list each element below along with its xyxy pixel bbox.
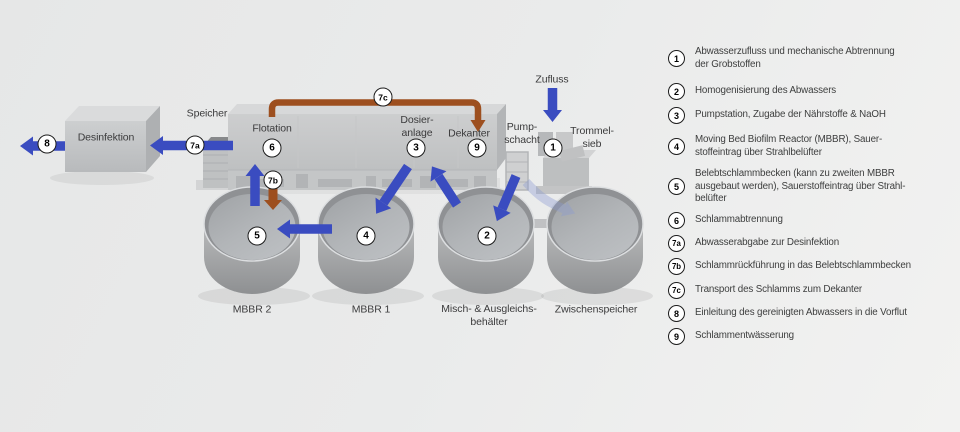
flow-arrow-into-mbbr1	[375, 163, 412, 214]
legend-badge-8: 8	[668, 305, 685, 322]
marker-1: 1	[543, 138, 563, 158]
label-pumpschacht: Pump- schacht	[504, 121, 540, 146]
label-misch-ausgleich: Misch- & Ausgleichs- behälter	[441, 303, 537, 328]
marker-3: 3	[406, 138, 426, 158]
legend-item-7b: 7b Schlammrückführung in das Belebtschla…	[668, 258, 951, 275]
legend-item-3: 3 Pumpstation, Zugabe der Nährstoffe & N…	[668, 107, 951, 124]
tank-mbbr2-shape	[203, 186, 301, 294]
legend-item-4: 4 Moving Bed Biofilm Reactor (MBBR), Sau…	[668, 134, 951, 159]
label-desinfektion: Desinfektion	[77, 131, 135, 144]
marker-2: 2	[477, 226, 497, 246]
label-zufluss: Zufluss	[535, 73, 569, 86]
label-flotation: Flotation	[252, 122, 292, 135]
flow-arrow-mbbr2-up	[245, 164, 265, 206]
marker-7a: 7a	[185, 135, 205, 155]
legend-badge-7b: 7b	[668, 258, 685, 275]
marker-4: 4	[356, 226, 376, 246]
legend-text-6: Schlammabtrennung	[695, 214, 783, 226]
marker-8: 8	[37, 134, 57, 154]
legend-text-7c: Transport des Schlamms zum Dekanter	[695, 284, 862, 296]
flow-arrow-misch-up	[430, 166, 461, 208]
legend-item-2: 2 Homogenisierung des Abwassers	[668, 83, 951, 100]
legend-text-8: Einleitung des gereinigten Abwassers in …	[695, 307, 907, 319]
legend-text-9: Schlammentwässerung	[695, 330, 794, 342]
legend-item-7c: 7c Transport des Schlamms zum Dekanter	[668, 282, 951, 299]
legend-badge-7c: 7c	[668, 282, 685, 299]
label-mbbr1: MBBR 1	[351, 303, 391, 316]
tank-zwischenspeicher-shape	[546, 186, 644, 294]
label-dosieranlage: Dosier- anlage	[400, 114, 434, 139]
legend-text-5: Belebtschlammbecken (kann zu zweiten MBB…	[695, 168, 906, 204]
flow-arrow-zufluss	[543, 88, 562, 122]
flow-arrow-into-misch	[493, 174, 521, 222]
legend-item-8: 8 Einleitung des gereinigten Abwassers i…	[668, 305, 951, 322]
label-mbbr2: MBBR 2	[232, 303, 272, 316]
legend-item-1: 1 Abwasserzufluss und mechanische Abtren…	[668, 46, 951, 71]
legend-item-7a: 7a Abwasserabgabe zur Desinfektion	[668, 235, 951, 252]
label-dekanter: Dekanter	[448, 127, 490, 140]
label-zwischenspeicher: Zwischenspeicher	[554, 303, 638, 316]
marker-6: 6	[262, 138, 282, 158]
legend: 1 Abwasserzufluss und mechanische Abtren…	[668, 0, 958, 432]
legend-badge-6: 6	[668, 212, 685, 229]
legend-badge-5: 5	[668, 178, 685, 196]
legend-badge-7a: 7a	[668, 235, 685, 252]
legend-item-9: 9 Schlammentwässerung	[668, 328, 951, 345]
legend-text-4: Moving Bed Biofilm Reactor (MBBR), Sauer…	[695, 134, 883, 158]
label-speicher: Speicher	[186, 107, 228, 120]
plant-illustration	[20, 88, 653, 305]
legend-badge-3: 3	[668, 107, 685, 124]
desinfektion-building-shape	[65, 106, 160, 172]
legend-text-2: Homogenisierung des Abwassers	[695, 85, 837, 97]
marker-9: 9	[467, 138, 487, 158]
marker-7b: 7b	[263, 170, 283, 190]
legend-item-5: 5 Belebtschlammbecken (kann zu zweiten M…	[668, 168, 951, 206]
legend-badge-1: 1	[668, 50, 685, 67]
legend-text-1: Abwasserzufluss und mechanische Abtrennu…	[695, 46, 895, 70]
legend-text-3: Pumpstation, Zugabe der Nährstoffe & NaO…	[695, 109, 886, 121]
legend-text-7b: Schlammrückführung in das Belebtschlammb…	[695, 260, 911, 272]
legend-badge-4: 4	[668, 138, 685, 155]
legend-item-6: 6 Schlammabtrennung	[668, 212, 951, 229]
flow-arrow-to-zwischenspeicher	[522, 178, 576, 217]
flow-arrow-mbbr1-to-mbbr2	[277, 219, 332, 239]
marker-7c: 7c	[373, 87, 393, 107]
marker-5: 5	[247, 226, 267, 246]
tank-misch-ausgleich-shape	[437, 186, 535, 294]
legend-badge-9: 9	[668, 328, 685, 345]
legend-text-7a: Abwasserabgabe zur Desinfektion	[695, 237, 840, 249]
legend-badge-2: 2	[668, 83, 685, 100]
label-trommelsieb: Trommel- sieb	[570, 125, 614, 150]
